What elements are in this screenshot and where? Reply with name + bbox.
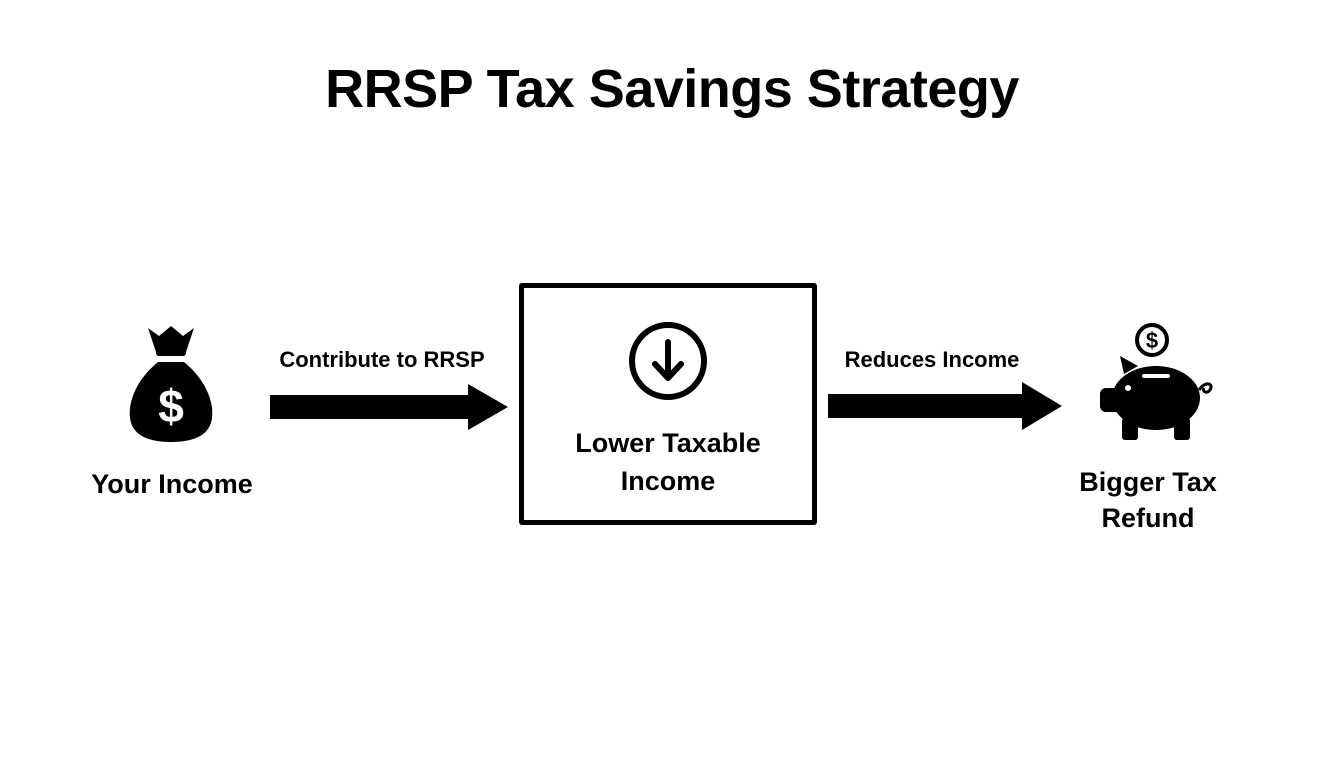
arrow-right-1 [270,384,508,430]
refund-label-line1: Bigger Tax [1079,467,1217,497]
node-label-bigger-tax-refund: Bigger Tax Refund [1058,464,1238,536]
diagram-title: RRSP Tax Savings Strategy [325,59,1019,119]
svg-text:$: $ [1146,328,1158,353]
process-box: Lower Taxable Income [519,283,817,525]
down-arrow-circle-icon [629,322,707,400]
your-income-label: Your Income [91,469,253,499]
node-label-your-income: Your Income [80,466,264,502]
money-bag-icon: $ [129,326,213,442]
process-label-line1: Lower Taxable [575,428,761,458]
piggy-bank-icon: $ [1100,323,1213,440]
process-label-line2: Income [620,466,716,496]
edge-label-contribute: Contribute to RRSP [279,347,485,372]
edge-label-reduces: Reduces Income [844,347,1020,372]
svg-text:$: $ [158,380,184,432]
process-label: Lower Taxable Income [524,424,812,500]
refund-label-line2: Refund [1101,503,1195,533]
arrow-right-2 [828,382,1062,430]
